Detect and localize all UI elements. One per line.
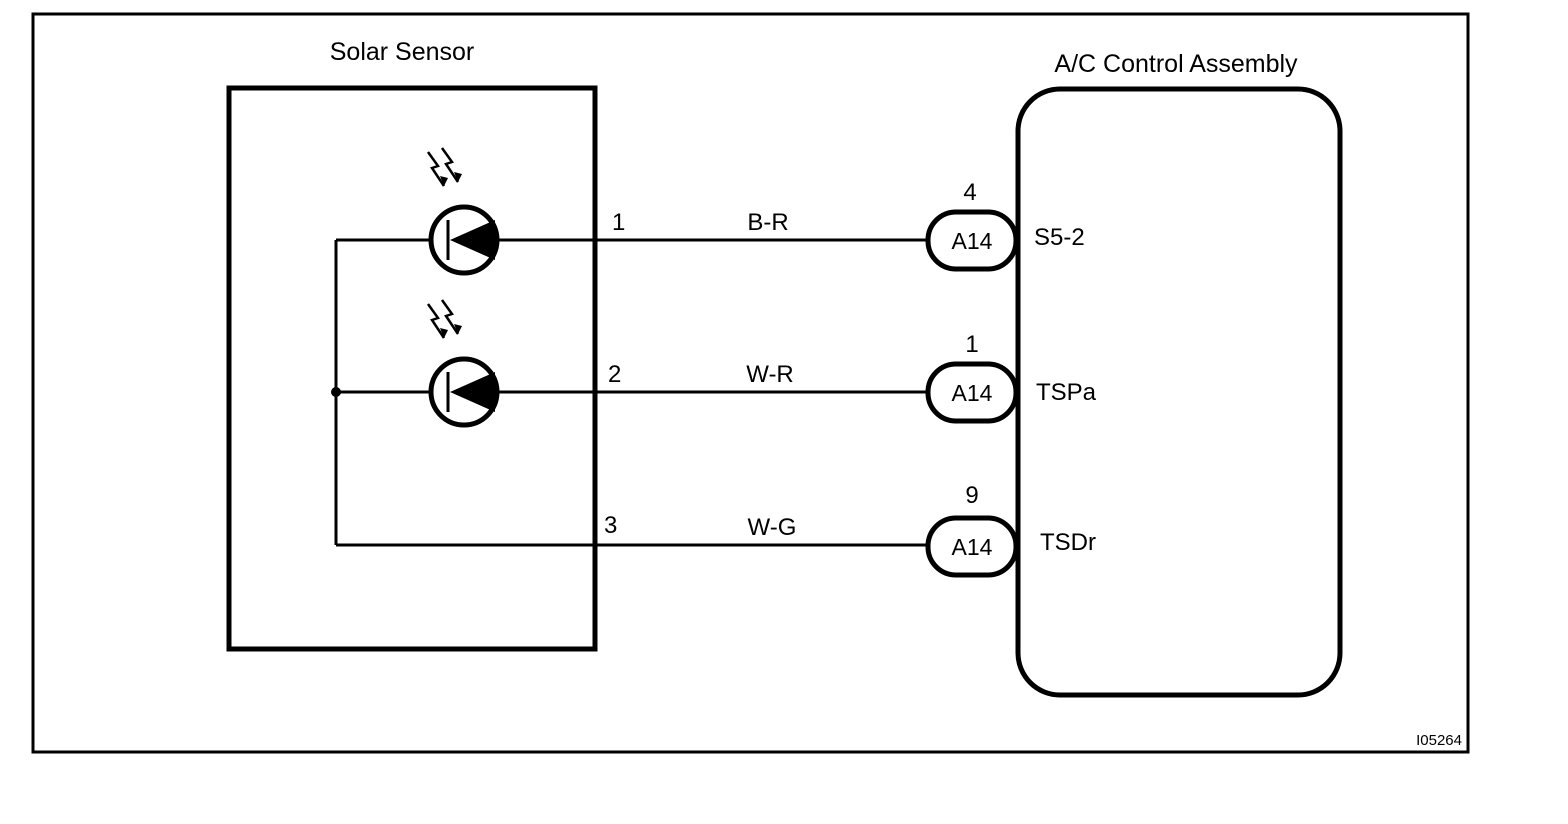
connector-a14-pin4	[925, 209, 1019, 272]
wire-color-w-r: W-R	[746, 361, 794, 388]
junction-dot	[331, 387, 341, 397]
sensor-pin-1: 1	[612, 209, 625, 236]
sensor-internal-wiring	[334, 238, 430, 545]
connector-a14-pin1	[925, 361, 1019, 424]
harness-wires	[336, 238, 928, 547]
connector-a14-pin9	[925, 515, 1019, 578]
wire-color-b-r: B-R	[747, 209, 788, 236]
ecu-pin-9: 9	[965, 482, 978, 509]
figure-code: I05264	[1416, 732, 1462, 749]
terminal-tspa: TSPa	[1036, 379, 1097, 406]
connector-label: A14	[952, 380, 993, 406]
ac-control-assembly-label: A/C Control Assembly	[1054, 50, 1298, 78]
photodiode-1-icon	[426, 147, 500, 276]
sensor-pin-3: 3	[604, 512, 617, 539]
sensor-pin-2: 2	[608, 361, 621, 388]
terminal-tsdr: TSDr	[1040, 529, 1096, 556]
solar-sensor-label: Solar Sensor	[330, 38, 475, 66]
solar-sensor-box	[226, 85, 598, 652]
connector-label: A14	[952, 534, 993, 560]
connector-label: A14	[952, 228, 993, 254]
ecu-pin-4: 4	[963, 179, 976, 206]
ecu-pin-1: 1	[965, 331, 978, 358]
wire-color-w-g: W-G	[748, 514, 797, 541]
photodiode-2-icon	[426, 299, 500, 428]
terminal-s5-2: S5-2	[1034, 224, 1085, 251]
diagram-frame	[31, 12, 1470, 754]
